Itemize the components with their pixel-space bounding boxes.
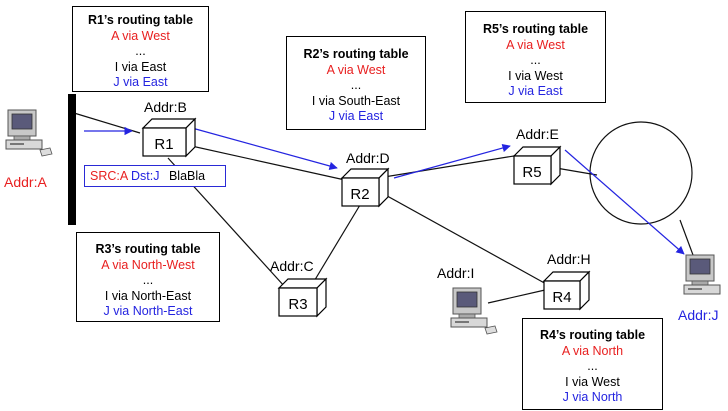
router-r2: R2 xyxy=(340,167,390,208)
route-a: A via North-West xyxy=(101,257,195,272)
packet-src: SRC:A xyxy=(90,169,128,183)
host-a-addr: Addr:A xyxy=(4,174,47,190)
link-r2-r4 xyxy=(379,191,549,286)
router-label: R5 xyxy=(522,164,541,181)
router-label: R4 xyxy=(552,289,571,306)
route-a: A via West xyxy=(506,37,565,52)
host-j-addr: Addr:J xyxy=(678,307,718,323)
route-a: A via North xyxy=(561,343,624,358)
packet-dst: Dst:J xyxy=(131,169,160,183)
route-j: J via East xyxy=(508,84,563,98)
routing-table-r4: R4’s routing table A via North ... I via… xyxy=(522,318,663,410)
routing-table-title: R5’s routing table xyxy=(482,22,589,36)
host-a-computer-icon xyxy=(5,109,53,157)
routing-table-r5: R5’s routing table A via West ... I via … xyxy=(465,11,606,103)
routing-table-title: R2’s routing table xyxy=(303,47,409,61)
route-ellipsis: ... xyxy=(135,44,146,58)
link-r5-cloud xyxy=(555,167,598,176)
link-lan-r1 xyxy=(73,112,141,134)
route-i: I via North-East xyxy=(104,288,192,303)
routing-table-r1: R1’s routing table A via West ... I via … xyxy=(72,6,209,92)
router-box-front xyxy=(543,280,581,310)
route-ellipsis: ... xyxy=(587,359,598,373)
link-cloud-hostJ xyxy=(679,219,694,256)
router-r4-addr: Addr:H xyxy=(547,251,591,267)
router-r5: R5 xyxy=(512,145,562,186)
host-j-computer-icon xyxy=(683,254,721,295)
routing-table-title: R1’s routing table xyxy=(87,13,194,27)
router-r3: R3 xyxy=(277,277,328,318)
route-j: J via North xyxy=(562,390,623,404)
link-r2-r5 xyxy=(377,154,521,179)
router-box-front xyxy=(278,287,318,317)
link-hostI-r4 xyxy=(487,289,546,304)
routing-table-r2: R2’s routing table A via West ... I via … xyxy=(286,36,426,130)
routing-table-title: R4’s routing table xyxy=(539,328,646,342)
packet-path xyxy=(84,126,685,255)
route-j: J via East xyxy=(328,109,384,123)
route-ellipsis: ... xyxy=(530,53,541,67)
router-label: R3 xyxy=(288,296,307,313)
route-i: I via West xyxy=(508,68,563,83)
route-i: I via West xyxy=(565,374,620,389)
link-r1-r2 xyxy=(177,142,346,181)
router-r3-addr: Addr:C xyxy=(270,258,314,274)
path-arrow-r5-j xyxy=(564,149,685,255)
host-i-computer-icon xyxy=(450,287,498,335)
route-j: J via East xyxy=(113,75,168,89)
route-i: I via South-East xyxy=(311,93,401,108)
host-i-addr: Addr:I xyxy=(437,265,474,281)
packet-header: SRC:A Dst:J BlaBla xyxy=(84,165,226,187)
link-r3-r2 xyxy=(309,204,361,289)
route-j: J via North-East xyxy=(103,304,193,318)
router-box-front xyxy=(341,177,380,207)
router-box-front xyxy=(513,155,552,185)
router-r4: R4 xyxy=(542,270,591,311)
router-r5-addr: Addr:E xyxy=(516,126,559,142)
router-box-front xyxy=(142,127,187,157)
lan-segment-bar xyxy=(68,94,76,225)
route-ellipsis: ... xyxy=(142,273,154,287)
route-ellipsis: ... xyxy=(350,78,362,92)
route-a: A via West xyxy=(326,62,386,77)
routing-table-title: R3’s routing table xyxy=(95,242,201,256)
router-label: R2 xyxy=(350,186,369,203)
path-arrow-r1-r2 xyxy=(191,127,338,171)
router-r2-addr: Addr:D xyxy=(346,150,390,166)
path-arrow-r2-r5 xyxy=(393,143,511,179)
routing-table-r3: R3’s routing table A via North-West ... … xyxy=(76,232,220,322)
router-r1: R1 xyxy=(141,117,197,158)
packet-payload: BlaBla xyxy=(168,169,206,183)
router-r1-addr: Addr:B xyxy=(144,99,187,115)
network-cloud-circle xyxy=(589,121,693,225)
route-i: I via East xyxy=(114,59,167,74)
router-label: R1 xyxy=(154,136,173,153)
route-a: A via West xyxy=(111,28,170,43)
